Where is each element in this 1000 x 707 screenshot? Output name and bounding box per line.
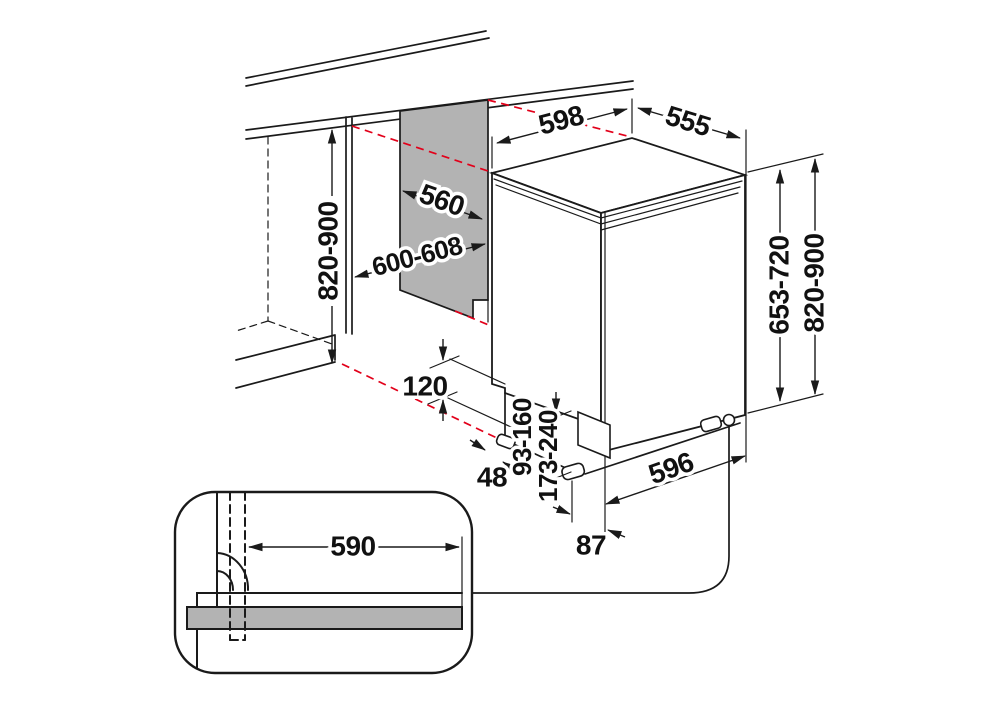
dim-label-173-240: 173-240: [533, 410, 563, 502]
dim-label-598: 598: [535, 99, 587, 140]
leader-line: [471, 425, 730, 594]
feet: [495, 415, 723, 481]
foot-adjust-screw: [722, 413, 736, 427]
niche-cabinet: [235, 116, 353, 389]
dim-label-653-720: 653-720: [764, 235, 795, 334]
dim-label-820-900-right: 820-900: [799, 233, 830, 332]
plinth-board: [186, 606, 463, 630]
dim-label-87: 87: [576, 530, 606, 561]
dimension-labels: 598 555 560 600-608 820-900 653-720 820-…: [309, 96, 833, 565]
dim-label-590: 590: [330, 531, 375, 562]
plinth-detail-inset: [173, 490, 474, 675]
dim-label-48: 48: [477, 462, 507, 493]
dimension-lines: [327, 107, 820, 540]
dim-label-93-160: 93-160: [507, 398, 537, 476]
dishwasher: [488, 137, 749, 481]
dim-label-820-900-left: 820-900: [313, 201, 344, 300]
dim-label-120: 120: [402, 371, 447, 402]
extension-lines: [427, 98, 824, 536]
dim-label-555: 555: [662, 100, 714, 143]
